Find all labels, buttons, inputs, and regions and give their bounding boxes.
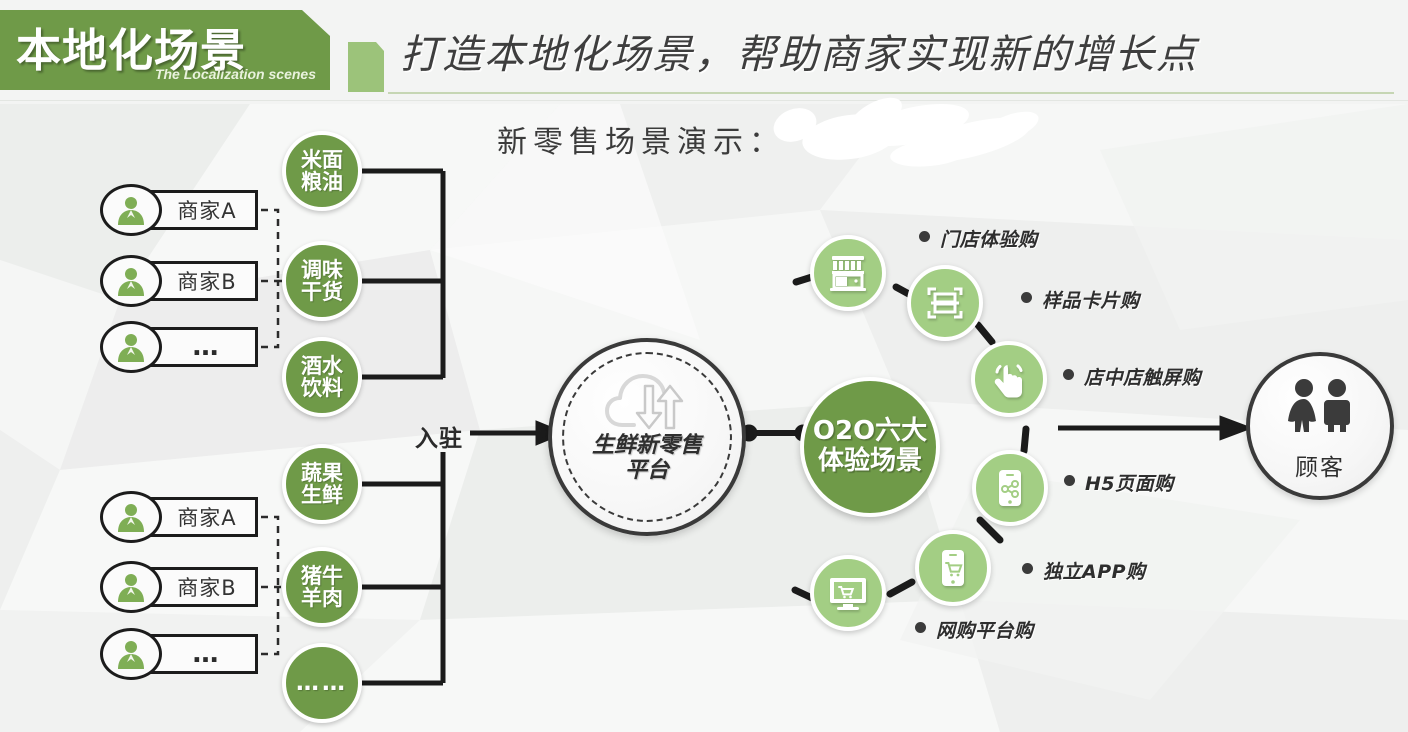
- header-divider: [388, 92, 1394, 94]
- scene-label: 网购平台购: [936, 620, 1034, 642]
- category-circle[interactable]: 蔬果 生鲜: [282, 444, 362, 524]
- person-icon: [118, 641, 144, 669]
- person-icon: [118, 197, 144, 225]
- mobile-cart-icon: [942, 550, 964, 586]
- merchant-label: …: [192, 639, 222, 669]
- category-label-line1: 蔬果: [301, 460, 343, 485]
- scene-bullet: [919, 231, 930, 242]
- category-label-line2: 羊肉: [301, 586, 343, 610]
- category-label-line1: ……: [296, 669, 348, 696]
- hub-label-line2: 体验场景: [817, 446, 922, 476]
- category-label-line1: 米面: [301, 147, 343, 172]
- merchant-card[interactable]: …: [100, 321, 260, 373]
- merchant-card[interactable]: 商家A: [100, 491, 260, 543]
- category-circle[interactable]: 酒水 饮料: [282, 337, 362, 417]
- hub-label-line1: O2O六大: [812, 416, 928, 447]
- person-icon: [118, 268, 144, 296]
- merchant-card[interactable]: 商家B: [100, 561, 260, 613]
- scene-bubble-app[interactable]: [915, 530, 991, 606]
- person-icon: [118, 504, 144, 532]
- scene-bubble-h5-page[interactable]: [972, 450, 1048, 526]
- cloud-sync-icon: [605, 374, 684, 430]
- ribbon-subtitle: The Localization scenes: [154, 66, 316, 82]
- category-label-line2: 干货: [301, 280, 343, 304]
- merchant-tag: [148, 634, 258, 674]
- platform-dashed-ring: [562, 352, 732, 522]
- merchant-label: 商家B: [177, 270, 237, 294]
- merchant-label: …: [192, 332, 222, 362]
- o2o-hub-circle[interactable]: O2O六大 体验场景: [800, 377, 940, 517]
- scene-label: H5页面购: [1085, 473, 1174, 495]
- header-divider-secondary: [0, 100, 1408, 101]
- category-label-line2: 粮油: [301, 170, 343, 194]
- scene-bubble-touch-screen[interactable]: [971, 341, 1047, 417]
- merchant-tag: [148, 497, 258, 537]
- category-circle[interactable]: 调味 干货: [282, 241, 362, 321]
- touch-hand-icon: [994, 364, 1023, 398]
- scene-bullet: [1064, 475, 1075, 486]
- category-circle[interactable]: 猪牛 羊肉: [282, 547, 362, 627]
- scene-bubble-storefront[interactable]: [810, 235, 886, 311]
- people-icon: [1288, 379, 1350, 432]
- category-label-line1: 酒水: [301, 353, 343, 378]
- scene-label: 店中店触屏购: [1084, 367, 1202, 389]
- person-icon: [118, 574, 144, 602]
- merchant-card[interactable]: …: [100, 628, 260, 680]
- slide-header: 本地化场景 The Localization scenes 打造本地化场景，帮助…: [0, 0, 1408, 104]
- customer-label: 顾客: [1295, 455, 1345, 481]
- header-ribbon: 本地化场景 The Localization scenes: [0, 10, 330, 90]
- merchant-label: 商家A: [177, 199, 237, 223]
- scene-label: 样品卡片购: [1042, 290, 1140, 312]
- merchant-bubble: [100, 184, 162, 236]
- header-accent-square: [348, 42, 384, 92]
- merchant-card[interactable]: 商家B: [100, 255, 260, 307]
- section-caption: 新零售场景演示：: [497, 125, 785, 160]
- platform-label: 生鲜新零售 平台: [552, 433, 742, 483]
- scene-bullet: [915, 622, 926, 633]
- merchant-card[interactable]: 商家A: [100, 184, 260, 236]
- category-label-line1: 猪牛: [301, 563, 343, 588]
- desktop-cart-icon: [830, 578, 866, 610]
- scene-bullet: [1022, 563, 1033, 574]
- merchant-label: 商家A: [177, 506, 237, 530]
- storefront-icon: [830, 256, 866, 291]
- customer-circle[interactable]: 顾客: [1246, 352, 1394, 500]
- card-scan-icon: [927, 287, 963, 319]
- scene-label: 门店体验购: [940, 229, 1038, 251]
- page-title: 打造本地化场景，帮助商家实现新的增长点: [400, 33, 1198, 77]
- scene-label: 独立APP购: [1043, 561, 1146, 583]
- merchant-tag: [148, 190, 258, 230]
- category-label-line2: 饮料: [301, 376, 343, 400]
- scene-bubble-online-shop[interactable]: [810, 555, 886, 631]
- join-label: 入驻: [415, 426, 463, 452]
- mobile-share-icon: [999, 470, 1021, 506]
- merchant-label: 商家B: [177, 576, 237, 600]
- whiteout-brush-mark: [773, 97, 1039, 167]
- category-label-line1: 调味: [301, 257, 343, 282]
- ribbon-title: 本地化场景: [16, 25, 247, 76]
- scene-bubble-card-scan[interactable]: [907, 265, 983, 341]
- platform-circle[interactable]: 生鲜新零售 平台: [548, 338, 746, 536]
- platform-label-line2: 平台: [624, 457, 669, 483]
- scene-bullet: [1021, 292, 1032, 303]
- platform-label-line1: 生鲜新零售: [591, 433, 702, 458]
- scene-bullet: [1063, 369, 1074, 380]
- category-circle[interactable]: ……: [282, 643, 362, 723]
- person-icon: [118, 334, 144, 362]
- category-label-line2: 生鲜: [301, 483, 343, 507]
- category-circle[interactable]: 米面 粮油: [282, 131, 362, 211]
